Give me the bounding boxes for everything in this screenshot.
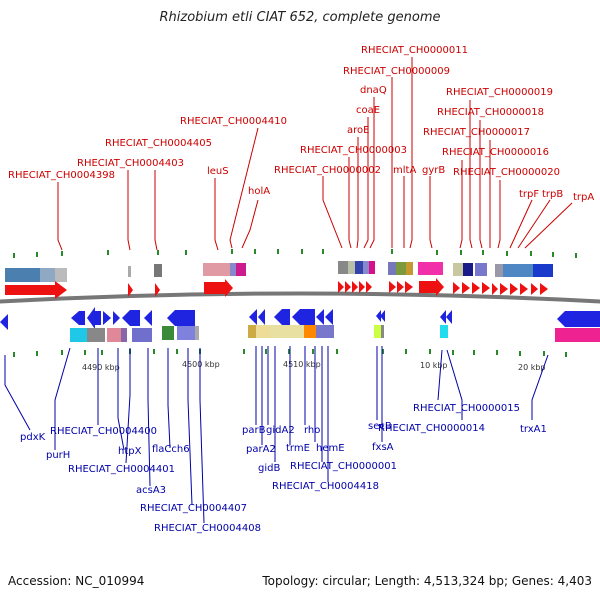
label-htpx[interactable]: htpX: [118, 446, 142, 457]
genome-summary-text: Topology: circular; Length: 4,513,324 bp…: [262, 574, 592, 588]
label-rheciat-ch0004400[interactable]: RHECIAT_CH0004400: [50, 426, 157, 437]
label-mlta[interactable]: mltA: [393, 165, 416, 176]
label-rheciat-ch0004410[interactable]: RHECIAT_CH0004410: [180, 116, 287, 127]
label-rheciat-ch0000019[interactable]: RHECIAT_CH0000019: [446, 87, 553, 98]
label-pdxk[interactable]: pdxK: [20, 432, 46, 443]
label-rheciat-ch0004405[interactable]: RHECIAT_CH0004405: [105, 138, 212, 149]
tick-label-4510: 4510 kbp: [283, 360, 321, 369]
label-rheciat-ch0000020[interactable]: RHECIAT_CH0000020: [453, 167, 560, 178]
reverse-gene-arrows: [0, 307, 600, 330]
label-trpa[interactable]: trpA: [573, 192, 594, 203]
label-rheciat-ch0000017[interactable]: RHECIAT_CH0000017: [423, 127, 530, 138]
label-rheciat-ch0000016[interactable]: RHECIAT_CH0000016: [442, 147, 549, 158]
forward-leader-lines: [57, 57, 573, 251]
label-rheciat-ch0000011[interactable]: RHECIAT_CH0000011: [361, 45, 468, 56]
label-rheciat-ch0004418[interactable]: RHECIAT_CH0004418: [272, 481, 379, 492]
label-leus[interactable]: leuS: [207, 166, 229, 177]
tick-label-10kbp: 10 kbp: [420, 361, 448, 370]
label-rheciat-ch0000009[interactable]: RHECIAT_CH0000009: [343, 66, 450, 77]
label-gida2[interactable]: gidA2: [266, 425, 295, 436]
map-title: Rhizobium etli CIAT 652, complete genome: [159, 10, 441, 25]
label-trpf[interactable]: trpF: [519, 189, 539, 200]
label-rheciat-ch0004407[interactable]: RHECIAT_CH0004407: [140, 503, 247, 514]
upper-feature-blocks: [5, 261, 553, 282]
label-gyrb[interactable]: gyrB: [422, 165, 445, 176]
genome-backbone: [0, 291, 600, 304]
label-fxsa[interactable]: fxsA: [372, 442, 394, 453]
upper-ticks: [13, 249, 577, 258]
tick-label-4500: 4500 kbp: [182, 360, 220, 369]
label-rheciat-ch0004398[interactable]: RHECIAT_CH0004398: [8, 170, 115, 181]
label-flacch6[interactable]: flaCch6: [152, 444, 190, 455]
label-dnaq[interactable]: dnaQ: [360, 85, 387, 96]
label-hola[interactable]: holA: [248, 186, 270, 197]
label-rheciat-ch0000001[interactable]: RHECIAT_CH0000001: [290, 461, 397, 472]
label-rheciat-ch0004401[interactable]: RHECIAT_CH0004401: [68, 464, 175, 475]
label-rheciat-ch0000003[interactable]: RHECIAT_CH0000003: [300, 145, 407, 156]
label-rheciat-ch0000002[interactable]: RHECIAT_CH0000002: [274, 165, 381, 176]
label-rho[interactable]: rho: [304, 425, 320, 436]
label-aroe[interactable]: aroE: [347, 125, 369, 136]
label-rheciat-ch0000015[interactable]: RHECIAT_CH0000015: [413, 403, 520, 414]
label-trxa1[interactable]: trxA1: [520, 424, 547, 435]
label-parb[interactable]: parB: [242, 425, 266, 436]
label-trme[interactable]: trmE: [286, 443, 310, 454]
label-trpb[interactable]: trpB: [542, 189, 563, 200]
label-rheciat-ch0004408[interactable]: RHECIAT_CH0004408: [154, 523, 261, 534]
tick-label-20kbp: 20 kbp: [518, 363, 546, 372]
label-rheciat-ch0000018[interactable]: RHECIAT_CH0000018: [437, 107, 544, 118]
reverse-leader-lines: [4, 346, 549, 524]
label-coae[interactable]: coaE: [356, 105, 380, 116]
label-secb[interactable]: secB: [368, 421, 392, 432]
label-para2[interactable]: parA2: [246, 444, 276, 455]
label-rheciat-ch0004403[interactable]: RHECIAT_CH0004403: [77, 158, 184, 169]
forward-gene-arrows: [5, 278, 548, 299]
accession-text: Accession: NC_010994: [8, 574, 145, 588]
label-gidb[interactable]: gidB: [258, 463, 280, 474]
label-heme[interactable]: hemE: [316, 443, 345, 454]
label-purh[interactable]: purH: [46, 450, 70, 461]
tick-label-4490: 4490 kbp: [82, 363, 120, 372]
label-rheciat-ch0000014[interactable]: RHECIAT_CH0000014: [378, 423, 485, 434]
reverse-feature-blocks: [70, 325, 600, 342]
label-acsa3[interactable]: acsA3: [136, 485, 166, 496]
